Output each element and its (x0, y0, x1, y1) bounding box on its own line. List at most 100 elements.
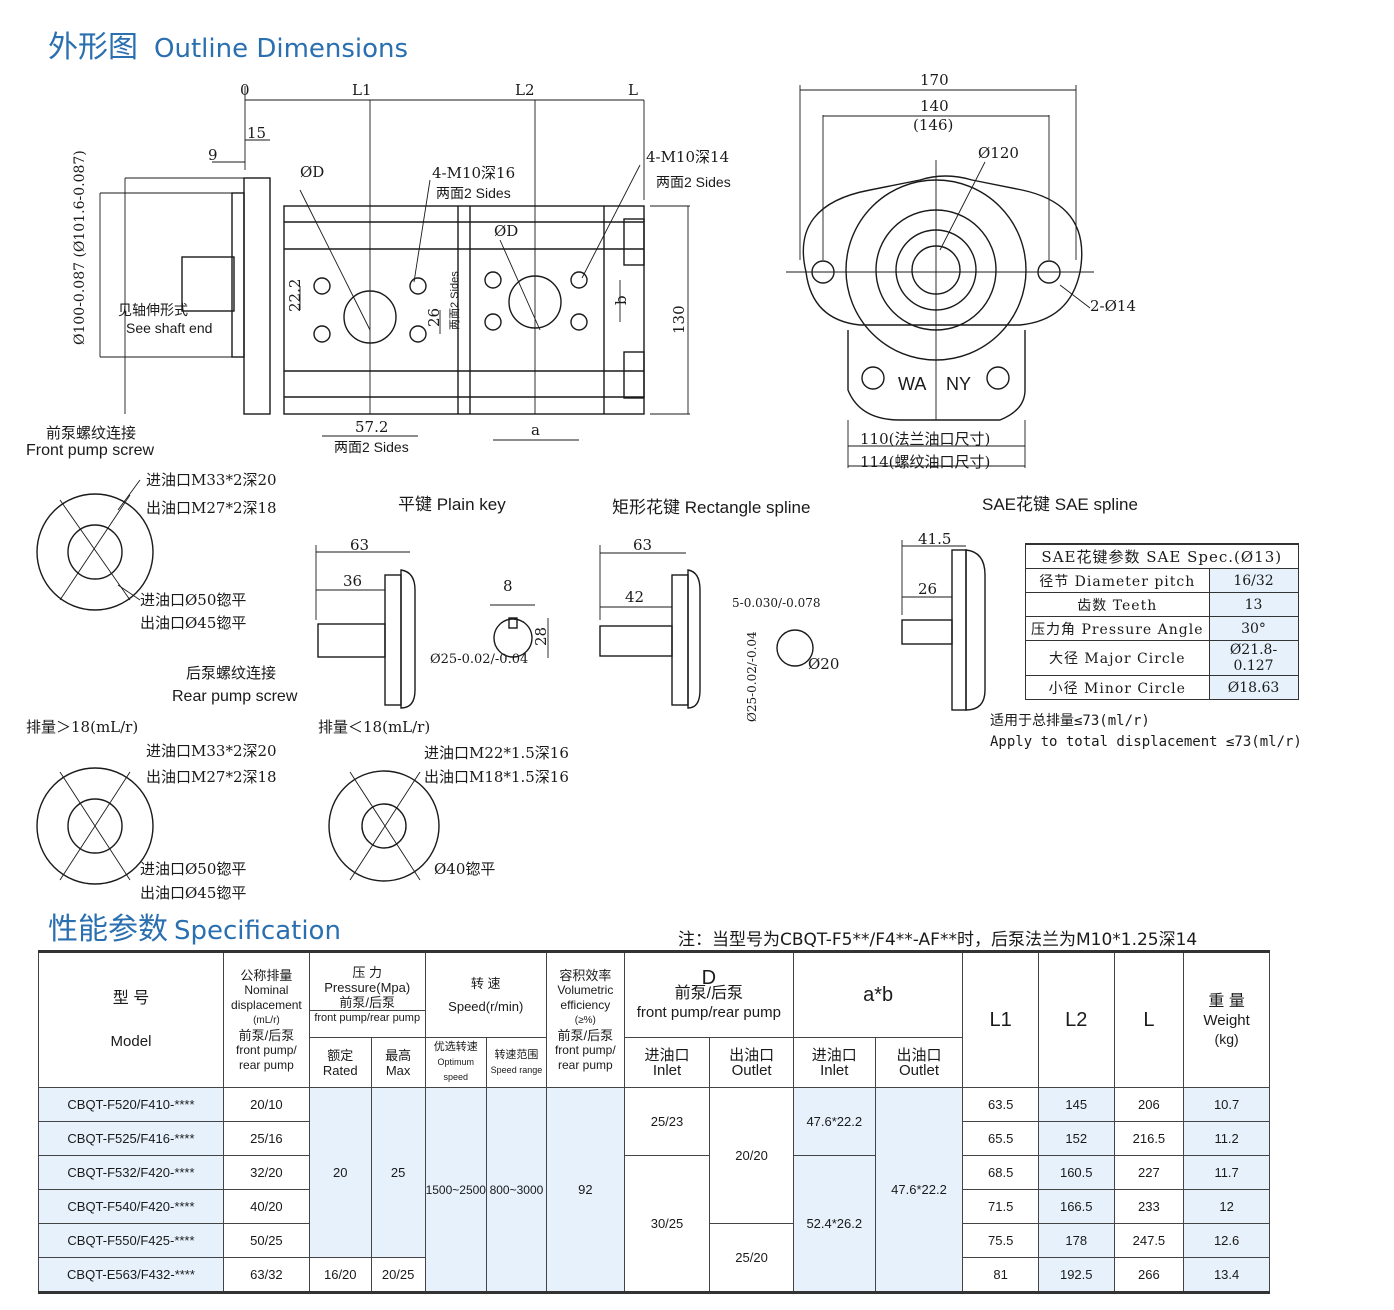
pk-8: 8 (503, 577, 513, 595)
cell-d-out: 25/20 (709, 1223, 794, 1293)
cell-l: 206 (1113, 1087, 1185, 1122)
h-max-en: Max (385, 1062, 411, 1078)
cell-disp: 40/20 (222, 1189, 310, 1224)
h-ab: a*b (792, 950, 964, 1038)
cell-weight: 12 (1183, 1189, 1270, 1224)
cell-l2: 166.5 (1037, 1189, 1115, 1224)
dim-26: 26 (425, 307, 443, 327)
dim-146: (146) (913, 116, 954, 134)
logo-wa: WA (898, 374, 927, 394)
dim-l: L (628, 81, 638, 99)
dim-120: Ø120 (978, 144, 1019, 162)
logo-ny: NY (946, 374, 972, 394)
h-press-fr-en: front pump/rear pump (309, 1009, 425, 1026)
cell-ab-in: 52.4*26.2 (792, 1155, 876, 1293)
h-model-en: Model (110, 1033, 152, 1050)
rs-63: 63 (633, 536, 653, 554)
h-l2: L2 (1037, 950, 1115, 1088)
h-d: D (701, 966, 717, 989)
dim-diameter: Ø100-0.087 (Ø101.6-0.087) (72, 150, 88, 345)
cell-l1: 65.5 (962, 1121, 1039, 1156)
front-screw-l4: 出油口Ø45锪平 (140, 614, 247, 632)
dim-57: 57.2 (355, 418, 389, 436)
holes-label: 2-Ø14 (1090, 297, 1136, 315)
dim-140: 140 (920, 97, 949, 115)
cell-l1: 75.5 (962, 1223, 1039, 1258)
cell-max-last: 20/25 (370, 1257, 426, 1293)
h-press-cn: 压 力 (352, 964, 383, 980)
h-d-in-cn: 进油口 (644, 1046, 690, 1064)
disp-lt-l2: 出油口M18*1.5深16 (424, 768, 569, 786)
shaft-cn: 见轴伸形式 (118, 303, 188, 319)
cell-l: 266 (1113, 1257, 1185, 1293)
m10-14-label: 4-M10深14 (646, 148, 730, 166)
dim-110: 110(法兰油口尺寸) (860, 430, 991, 448)
h-opt-en: Optimum speed (437, 1057, 475, 1082)
cell-disp: 25/16 (222, 1121, 310, 1156)
cell-eff: 92 (545, 1087, 625, 1293)
h-disp-fr-cn: 前泵/后泵 (238, 1027, 295, 1043)
cell-disp: 32/20 (222, 1155, 310, 1190)
rs-dia: Ø25-0.02/-0.04 (745, 631, 759, 722)
cell-l2: 178 (1037, 1223, 1115, 1258)
h-opt-cn: 优选转速 (433, 1041, 478, 1053)
h-d-cn: 前泵/后泵 (674, 984, 744, 1002)
h-w-en: Weight (1203, 1011, 1250, 1029)
h-eff-fr-cn: 前泵/后泵 (557, 1027, 614, 1043)
rs-5: 5-0.030/-0.078 (732, 596, 821, 610)
plain-key-title: 平键 Plain key (398, 495, 506, 514)
sae-row-value: Ø18.63 (1208, 675, 1299, 700)
front-screw-l2: 出油口M27*2深18 (146, 499, 277, 517)
two-sides-4: 两面2 Sides (449, 271, 461, 330)
cell-l: 247.5 (1113, 1223, 1185, 1258)
cell-l2: 145 (1037, 1087, 1115, 1122)
pump-front-view (786, 85, 1094, 468)
cell-model: CBQT-E563/F432-**** (38, 1257, 224, 1293)
h-eff-unit: (≥%) (574, 1014, 596, 1026)
cell-weight: 10.7 (1183, 1087, 1270, 1122)
h-disp-cn: 公称排量 (240, 967, 293, 983)
cell-l: 233 (1113, 1189, 1185, 1224)
cell-weight: 11.7 (1183, 1155, 1270, 1190)
cell-weight: 11.2 (1183, 1121, 1270, 1156)
table-row: CBQT-F540/F420-**** 40/20 71.5 166.5 233… (38, 1189, 1270, 1224)
dim-114: 114(螺纹油口尺寸) (860, 453, 991, 471)
disp-gt-l1: 进油口M33*2深20 (146, 742, 277, 760)
cell-l1: 81 (962, 1257, 1039, 1293)
od-label-2: ØD (494, 222, 519, 240)
outline-title-cn: 外形图 (48, 30, 138, 65)
h-ab-out-en: Outlet (899, 1061, 940, 1079)
table-row: CBQT-F525/F416-**** 25/16 65.5 152 216.5… (38, 1121, 1270, 1156)
pump-side-view (99, 86, 690, 441)
rear-screw-cn: 后泵螺纹连接 (186, 664, 277, 682)
cell-l1: 63.5 (962, 1087, 1039, 1122)
disp-gt-l2: 出油口M27*2深18 (146, 768, 277, 786)
two-sides-2: 两面2 Sides (656, 174, 731, 190)
h-eff-en: Volumetric efficiency (557, 982, 614, 1012)
plain-key-shaft (315, 545, 549, 709)
table-row: CBQT-F532/F420-**** 32/20 30/25 52.4*26.… (38, 1155, 1270, 1293)
cell-l2: 152 (1037, 1121, 1115, 1156)
shaft-en: See shaft end (126, 320, 213, 336)
dim-l1: L1 (352, 81, 372, 99)
h-press-en: Pressure(Mpa) (324, 979, 411, 995)
pk-63: 63 (350, 536, 370, 554)
sae-spline-title: SAE花键 SAE spline (982, 495, 1138, 514)
h-d-out-en: Outlet (731, 1061, 772, 1079)
dim-9: 9 (208, 146, 218, 164)
h-speed-en: Speed(r/min) (448, 999, 524, 1014)
dim-130: 130 (670, 305, 688, 334)
cell-opt: 1500~2500 (424, 1087, 487, 1293)
cell-disp: 63/32 (222, 1257, 310, 1293)
cell-d-out: 20/20 (709, 1087, 794, 1224)
h-disp-fr-en: front pump/ rear pump (236, 1042, 297, 1072)
disp-gt-l3: 进油口Ø50锪平 (140, 860, 247, 878)
table-row: CBQT-F550/F425-**** 50/25 25/20 75.5 178… (38, 1223, 1270, 1293)
h-speed-cn: 转 速 (470, 976, 501, 991)
cell-model: CBQT-F550/F425-**** (38, 1223, 224, 1258)
h-rated-cn: 额定 (327, 1047, 354, 1063)
h-disp-en: Nominal displacement (231, 982, 302, 1012)
disp-lt-head: 排量＜18(mL/r) (318, 718, 431, 736)
cell-l: 227 (1113, 1155, 1185, 1190)
